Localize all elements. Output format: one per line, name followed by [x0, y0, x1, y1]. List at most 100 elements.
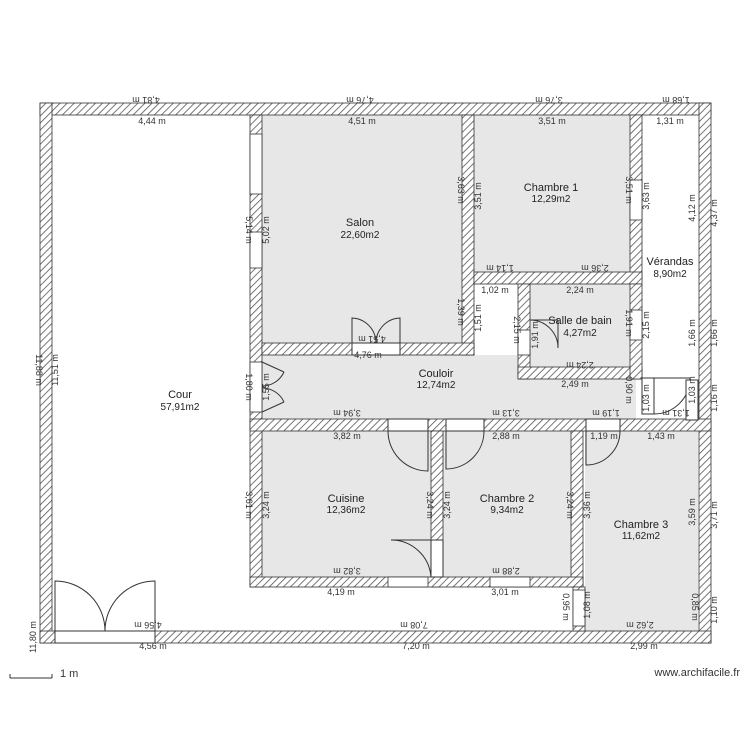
- room-labels: Cour 57,91m2 Salon 22,60m2 Chambre 1 12,…: [161, 182, 695, 542]
- dimension-label: 7,08 m: [400, 620, 428, 630]
- dimension-label: 3,61 m: [244, 491, 254, 519]
- dimension-label: 4,76 m: [346, 95, 374, 105]
- door-couloir-left: [261, 361, 285, 413]
- dimension-label: 1,66 m: [687, 319, 697, 347]
- room-name-couloir: Couloir: [419, 368, 454, 380]
- dimension-label: 1,39 m: [456, 298, 466, 326]
- dimension-label: 1,10 m: [709, 596, 719, 624]
- room-name-verandas: Vérandas: [646, 256, 694, 268]
- dimension-label: 4,56 m: [139, 641, 167, 651]
- dimension-label: 1,91 m: [530, 321, 540, 349]
- dimension-label: 1,16 m: [709, 384, 719, 412]
- door-cuisine: [387, 418, 429, 472]
- dimension-label: 1,80 m: [244, 373, 254, 401]
- dimension-label: 1,14 m: [486, 263, 514, 273]
- outer-wall-right: [698, 102, 712, 644]
- dimension-label: 1,68 m: [662, 95, 690, 105]
- dimension-label: 3,24 m: [565, 491, 575, 519]
- dimension-label: 4,76 m: [354, 350, 382, 360]
- dimension-label: 1,31 m: [662, 408, 690, 418]
- dimension-label: 3,94 m: [333, 408, 361, 418]
- dimension-labels: 4,81 m 4,76 m 3,76 m 1,68 m 4,44 m 4,51 …: [28, 95, 719, 653]
- scale-bar: [9, 674, 53, 679]
- dimension-label: 2,62 m: [626, 620, 654, 630]
- room-area-chambre-1: 12,29m2: [532, 194, 571, 205]
- dimension-label: 3,51 m: [473, 182, 483, 210]
- dimension-label: 2,88 m: [492, 431, 520, 441]
- window-salon-1: [249, 133, 263, 195]
- dimension-label: 0,95 m: [561, 593, 571, 621]
- dimension-label: 3,82 m: [333, 431, 361, 441]
- watermark: www.archifacile.fr: [654, 667, 740, 679]
- dimension-label: 1,02 m: [481, 285, 509, 295]
- room-area-chambre-3: 11,62m2: [622, 531, 661, 542]
- door-salon: [351, 317, 401, 356]
- door-cuisine-side: [390, 539, 444, 578]
- dimension-label: 4,44 m: [138, 116, 166, 126]
- dimension-label: 11,80 m: [28, 621, 38, 653]
- dimension-label: 1,91 m: [624, 309, 634, 337]
- dimension-label: 1,55 m: [261, 373, 271, 401]
- door-chambre3: [585, 418, 621, 466]
- dimension-label: 3,59 m: [687, 498, 697, 526]
- dimension-label: 2,15 m: [641, 311, 651, 339]
- doors: [54, 317, 699, 644]
- dimension-label: 4,37 m: [709, 199, 719, 227]
- room-name-cuisine: Cuisine: [328, 493, 365, 505]
- dimension-label: 3,63 m: [456, 176, 466, 204]
- dimension-label: 3,24 m: [261, 491, 271, 519]
- floor-salon: [262, 115, 462, 343]
- window-couloir: [249, 361, 263, 413]
- dimension-label: 0,85 m: [690, 593, 700, 621]
- dimension-label: 2,36 m: [581, 263, 609, 273]
- room-name-salle-de-bain: Salle de bain: [548, 315, 612, 327]
- door-chambre2: [445, 418, 485, 470]
- scale-label: 1 m: [60, 668, 79, 680]
- dimension-label: 3,01 m: [491, 587, 519, 597]
- dimension-label: 5,14 m: [244, 216, 254, 244]
- dimension-label: 1,08 m: [582, 591, 592, 619]
- room-area-cour: 57,91m2: [161, 402, 200, 413]
- dimension-label: 1,43 m: [647, 431, 675, 441]
- dimension-label: 3,13 m: [492, 408, 520, 418]
- dimension-label: 1,03 m: [687, 376, 697, 404]
- dimension-label: 4,51 m: [348, 116, 376, 126]
- dimension-label: 5,02 m: [261, 216, 271, 244]
- dimension-label: 1,51 m: [473, 304, 483, 332]
- dimension-label: 3,76 m: [535, 95, 563, 105]
- dimension-label: 1,19 m: [592, 408, 620, 418]
- room-name-chambre-3: Chambre 3: [614, 519, 668, 531]
- room-name-chambre-2: Chambre 2: [480, 493, 534, 505]
- dimension-label: 3,51 m: [624, 176, 634, 204]
- dimension-label: 2,88 m: [492, 566, 520, 576]
- dimension-label: 1,31 m: [656, 116, 684, 126]
- dimension-label: 3,82 m: [333, 566, 361, 576]
- room-name-salon: Salon: [346, 217, 374, 229]
- room-name-chambre-1: Chambre 1: [524, 182, 578, 194]
- dimension-label: 1,03 m: [641, 384, 651, 412]
- dimension-label: 7,20 m: [402, 641, 430, 651]
- dimension-label: 4,81 m: [132, 95, 160, 105]
- dimension-label: 3,24 m: [442, 491, 452, 519]
- dimension-label: 3,36 m: [582, 491, 592, 519]
- dimension-label: 3,63 m: [641, 182, 651, 210]
- door-sdb: [529, 319, 559, 349]
- room-name-cour: Cour: [168, 389, 192, 401]
- floor-chambre-1: [474, 115, 630, 272]
- dimension-label: 1,19 m: [590, 431, 618, 441]
- floor-couloir: [262, 355, 636, 419]
- room-area-cuisine: 12,36m2: [327, 505, 366, 516]
- window-sdb-2: [629, 309, 643, 341]
- dimension-label: 2,49 m: [561, 379, 589, 389]
- dimension-label: 11,88 m: [34, 354, 44, 386]
- room-area-couloir: 12,74m2: [417, 380, 456, 391]
- floor-chambre-3: [585, 431, 698, 631]
- dimension-label: 2,99 m: [630, 641, 658, 651]
- wall-chambre1-bottom: [473, 271, 643, 285]
- dimension-label: 2,15 m: [512, 316, 522, 344]
- dimension-label: 4,12 m: [687, 194, 697, 222]
- dimension-label: 3,71 m: [709, 501, 719, 529]
- dimension-label: 4,56 m: [134, 620, 162, 630]
- windows: [249, 133, 643, 627]
